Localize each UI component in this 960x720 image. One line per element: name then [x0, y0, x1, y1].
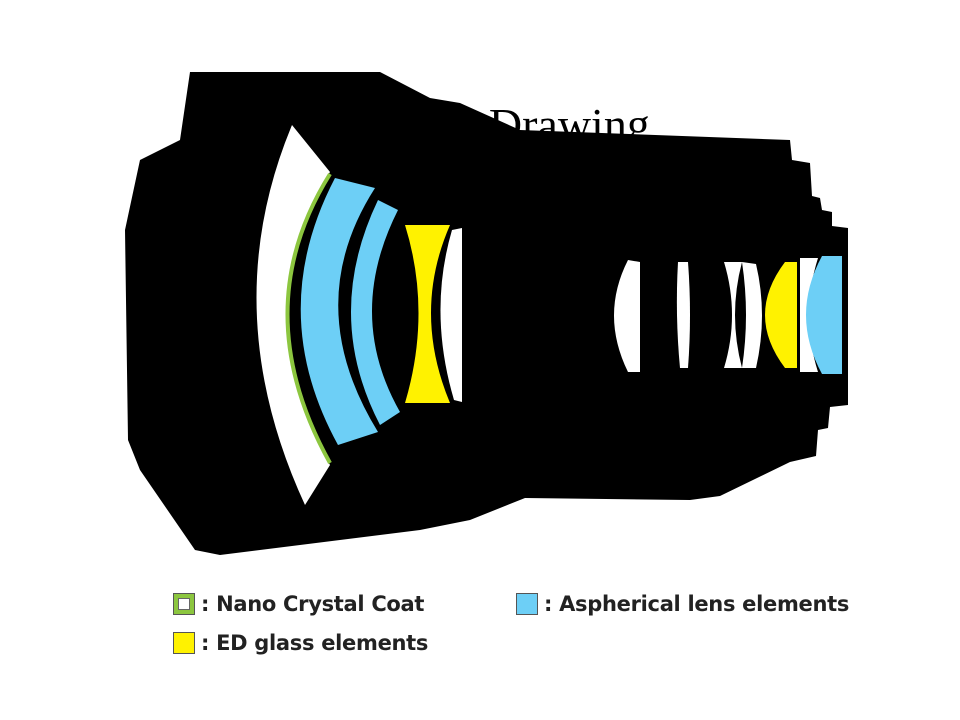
rear-element-2: [676, 262, 690, 368]
front-meniscus-element: [256, 125, 330, 505]
aspherical-element-3: [806, 256, 842, 374]
aspherical-element-2: [350, 200, 400, 425]
legend-ed-label: : ED glass elements: [201, 631, 429, 655]
rear-element-3: [724, 262, 742, 368]
ed-glass-swatch: [173, 632, 195, 654]
legend-aspherical-label: : Aspherical lens elements: [544, 592, 850, 616]
nano-crystal-coat-layer: [285, 172, 332, 464]
rear-element-1: [614, 260, 640, 372]
aspherical-swatch: [516, 593, 538, 615]
legend-ed-glass: : ED glass elements: [173, 631, 428, 655]
ed-glass-element-1: [405, 225, 450, 403]
legend-nano-crystal-coat: : Nano Crystal Coat: [173, 592, 424, 616]
rear-element-4: [742, 262, 762, 368]
lens-barrel: [125, 72, 848, 555]
ed-glass-element-2: [765, 262, 797, 368]
legend-aspherical: : Aspherical lens elements: [516, 592, 849, 616]
nano-crystal-coat-swatch: [173, 593, 195, 615]
legend-nano-label: : Nano Crystal Coat: [201, 592, 425, 616]
aspherical-element-1: [300, 178, 378, 445]
front-group-rear-element: [440, 228, 462, 402]
